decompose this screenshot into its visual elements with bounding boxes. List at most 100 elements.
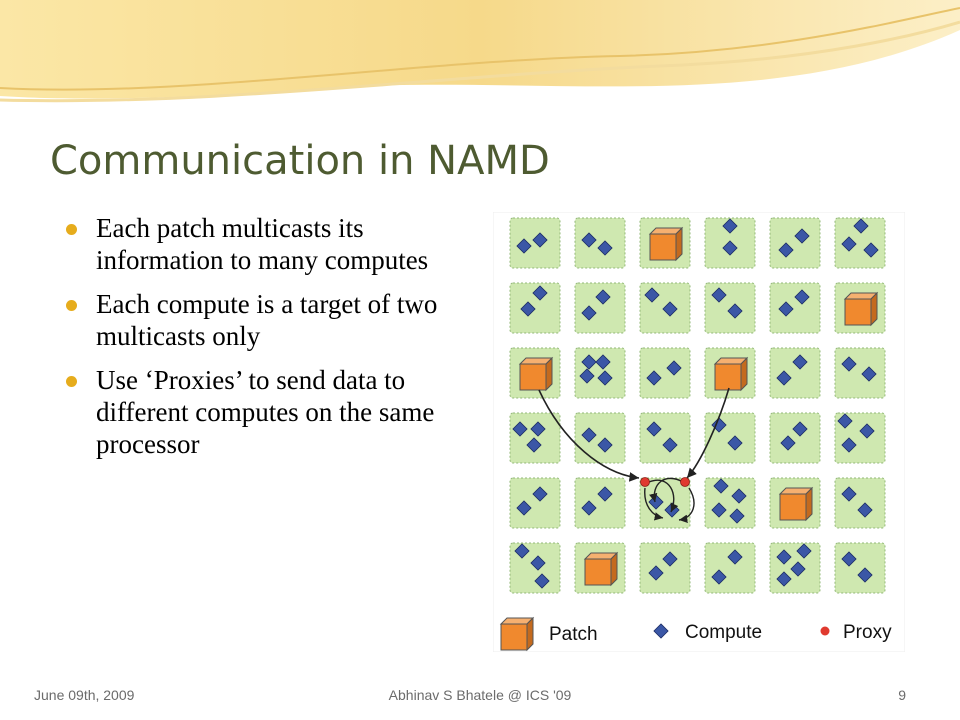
patch-side	[610, 551, 618, 587]
compute-icon	[857, 502, 873, 518]
compute-icon	[532, 486, 548, 502]
bullet-item: Use ‘Proxies’ to send data to different …	[62, 364, 482, 460]
processor-box	[509, 412, 561, 464]
patch-front	[844, 298, 872, 326]
compute-icon	[853, 218, 869, 234]
compute-icon	[722, 240, 738, 256]
compute-icon	[534, 573, 550, 589]
processor-box	[574, 412, 626, 464]
compute-icon	[648, 565, 664, 581]
patch-icon	[713, 356, 749, 392]
compute-icon	[595, 289, 611, 305]
processor-cell	[509, 217, 561, 269]
patch-side	[675, 226, 683, 262]
compute-icon	[530, 555, 546, 571]
compute-icon	[516, 238, 532, 254]
compute-icon	[778, 242, 794, 258]
proxy-dot	[680, 477, 690, 487]
processor-cell	[769, 412, 821, 464]
processor-box	[834, 347, 886, 399]
processor-cell	[574, 412, 626, 464]
legend-compute-label: Compute	[685, 622, 762, 643]
compute-icon	[579, 368, 595, 384]
compute-icon	[711, 502, 727, 518]
bullet-item: Each compute is a target of two multicas…	[62, 288, 482, 352]
compute-icon	[794, 228, 810, 244]
patch-side	[870, 291, 878, 327]
processor-cell	[574, 347, 626, 399]
patch-side	[740, 356, 748, 392]
patch-icon	[843, 291, 879, 327]
processor-box	[769, 412, 821, 464]
processor-box	[639, 542, 691, 594]
bullet-text: Each patch multicasts its information to…	[96, 213, 429, 275]
processor-box	[704, 282, 756, 334]
processor-cell	[769, 217, 821, 269]
patch-front	[584, 558, 612, 586]
compute-icon	[711, 417, 727, 433]
compute-icon	[729, 508, 745, 524]
slide-title: Communication in NAMD	[50, 138, 550, 184]
compute-icon	[841, 551, 857, 567]
compute-icon	[841, 236, 857, 252]
compute-icon	[581, 427, 597, 443]
compute-icon	[794, 289, 810, 305]
compute-icon	[520, 301, 536, 317]
patch-icon	[518, 356, 554, 392]
processor-cell	[769, 542, 821, 594]
processor-box	[769, 217, 821, 269]
processor-cell	[834, 282, 886, 334]
diagram-legend: Patch Compute Proxy	[499, 616, 892, 652]
patch-icon	[778, 486, 814, 522]
proxy-dot	[640, 477, 650, 487]
processor-cell	[639, 347, 691, 399]
compute-icon	[727, 303, 743, 319]
processor-cell	[704, 347, 756, 399]
compute-icon	[780, 435, 796, 451]
compute-icon	[597, 240, 613, 256]
proxy-arrow	[644, 487, 664, 521]
compute-icon	[597, 370, 613, 386]
compute-icon	[790, 561, 806, 577]
compute-icon	[776, 370, 792, 386]
legend-proxy-icon	[820, 626, 830, 636]
compute-icon	[792, 354, 808, 370]
processor-box	[509, 282, 561, 334]
processor-cell	[834, 217, 886, 269]
compute-icon	[731, 488, 747, 504]
processor-box	[574, 477, 626, 529]
compute-icon	[776, 571, 792, 587]
legend-proxy-label: Proxy	[843, 622, 892, 643]
patch-front	[779, 493, 807, 521]
compute-icon	[727, 435, 743, 451]
compute-icon	[727, 549, 743, 565]
compute-icon	[863, 242, 879, 258]
compute-icon	[711, 569, 727, 585]
compute-icon	[526, 437, 542, 453]
compute-icon	[532, 285, 548, 301]
compute-icon	[581, 354, 597, 370]
processor-cell	[834, 477, 886, 529]
processor-cell	[509, 282, 561, 334]
compute-icon	[861, 366, 877, 382]
processor-box	[704, 542, 756, 594]
bullet-dot-icon	[66, 224, 77, 235]
processor-cell	[834, 542, 886, 594]
legend-compute-icon	[653, 623, 669, 639]
compute-icon	[841, 486, 857, 502]
compute-icon	[792, 421, 808, 437]
compute-icon	[666, 360, 682, 376]
compute-icon	[713, 478, 729, 494]
processor-cell	[704, 477, 756, 529]
processor-box	[639, 412, 691, 464]
processor-box	[509, 477, 561, 529]
multicast-arrow	[538, 389, 640, 482]
processor-cell	[509, 412, 561, 464]
compute-icon	[722, 218, 738, 234]
processor-cell	[769, 282, 821, 334]
header-banner	[0, 0, 960, 103]
compute-icon	[581, 305, 597, 321]
bullet-dot-icon	[66, 300, 77, 311]
legend-patch-icon	[499, 616, 535, 652]
processor-cell	[769, 477, 821, 529]
